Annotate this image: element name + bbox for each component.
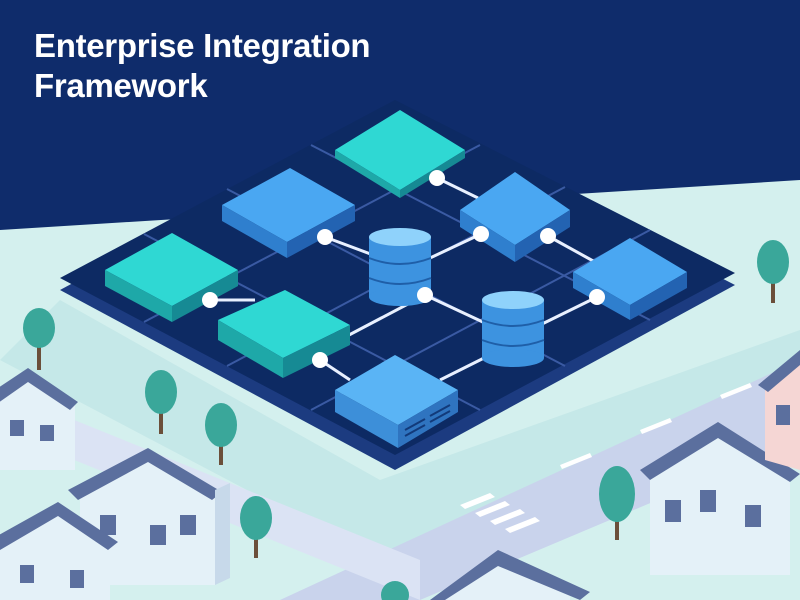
house-icon [0, 368, 78, 470]
database-icon [368, 228, 432, 306]
title-line-2: Framework [34, 67, 208, 104]
tree-icon [205, 403, 237, 465]
house-icon [68, 448, 230, 585]
database-icon [481, 291, 545, 367]
tree-icon [23, 308, 55, 370]
connector-node-icon [202, 170, 605, 368]
page-title: Enterprise Integration Framework [34, 26, 371, 106]
house-icon [0, 502, 118, 600]
tree-icon [145, 370, 177, 434]
road-markings [460, 383, 752, 533]
title-line-1: Enterprise Integration [34, 27, 371, 64]
module-teal-center [218, 290, 350, 378]
house-icon [430, 550, 590, 600]
house-icon [640, 422, 800, 575]
tree-icon [381, 581, 409, 600]
server-icon [335, 355, 458, 448]
tree-icon [599, 466, 635, 540]
house-icon [758, 350, 800, 470]
tree-icon [757, 240, 789, 303]
tree-icon [240, 496, 272, 558]
